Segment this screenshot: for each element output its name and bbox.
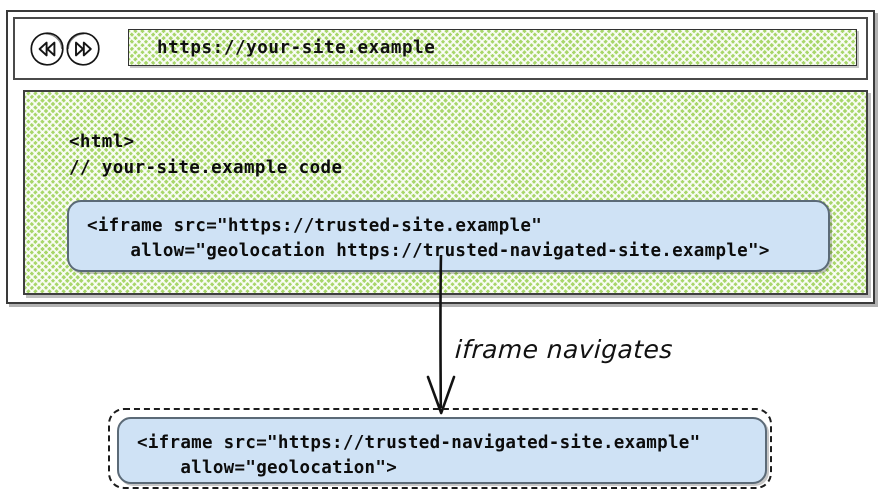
back-button[interactable]	[29, 31, 65, 67]
navigated-result-container: <iframe src="https://trusted-navigated-s…	[108, 408, 772, 489]
embedded-iframe-box[interactable]: <iframe src="https://trusted-site.exampl…	[67, 200, 830, 272]
code-line-html-tag: <html>	[69, 132, 135, 152]
navigated-iframe-src-line: <iframe src="https://trusted-navigated-s…	[137, 433, 701, 453]
annotation-iframe-navigates: iframe navigates	[454, 335, 674, 364]
rewind-double-left-icon	[30, 32, 64, 66]
address-bar[interactable]: https://your-site.example	[128, 29, 857, 66]
browser-toolbar: https://your-site.example	[13, 17, 868, 80]
browser-window: https://your-site.example <html> // your…	[6, 10, 875, 304]
address-bar-url-text: https://your-site.example	[157, 37, 436, 58]
embedded-iframe-allow-line: allow="geolocation https://trusted-navig…	[87, 240, 770, 261]
code-line-comment: // your-site.example code	[69, 158, 343, 178]
navigated-iframe-allow-line: allow="geolocation">	[137, 457, 398, 478]
fast-forward-double-right-icon	[66, 32, 100, 66]
navigated-iframe-box[interactable]: <iframe src="https://trusted-navigated-s…	[117, 417, 767, 484]
embedded-iframe-src-line: <iframe src="https://trusted-site.exampl…	[87, 216, 543, 236]
page-content-panel: <html> // your-site.example code <iframe…	[23, 90, 868, 295]
forward-button[interactable]	[65, 31, 101, 67]
